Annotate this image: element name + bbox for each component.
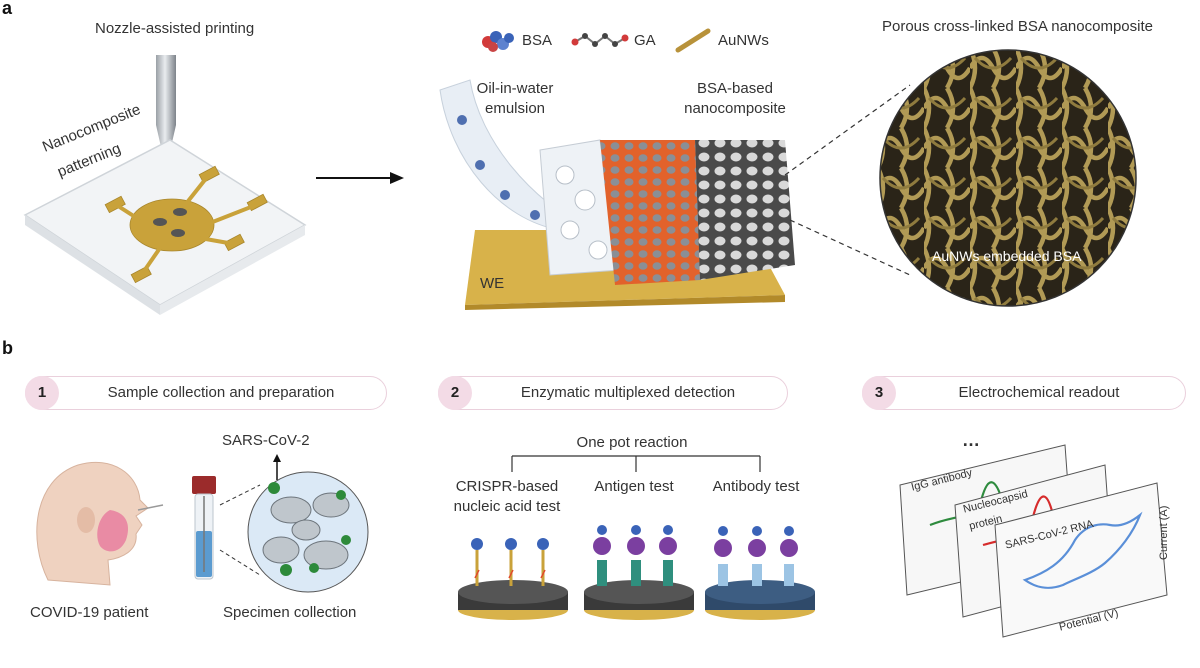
reaction-label: One pot reaction <box>576 434 688 451</box>
legend-bsa-label: BSA <box>522 32 553 49</box>
working-electrode-illustration <box>439 79 795 310</box>
reaction-branch-lines <box>511 455 761 472</box>
antigen-sensor-disc <box>584 525 694 620</box>
nanocomposite-label-line2: nanocomposite <box>684 100 786 117</box>
more-plots-ellipsis: … <box>962 430 981 450</box>
crispr-test-label-line1: CRISPR-based <box>455 478 559 495</box>
patient-label: COVID-19 patient <box>30 604 149 621</box>
step-3-label: Electrochemical readout <box>958 384 1120 401</box>
voltammogram-stack-chart <box>899 444 1168 638</box>
specimen-zoom-lines <box>219 484 261 576</box>
panel-b-letter: b <box>2 338 13 358</box>
process-arrow-icon <box>316 172 404 184</box>
step-1-number: 1 <box>25 376 59 410</box>
y-axis-label: Current (A) <box>1158 505 1170 560</box>
printing-title: Nozzle-assisted printing <box>95 20 255 37</box>
we-label: WE <box>480 275 505 292</box>
patient-head-illustration <box>36 461 164 586</box>
crispr-test-label-line2: nucleic acid test <box>453 498 561 515</box>
zoom-title: Porous cross-linked BSA nanocomposite <box>882 18 1153 35</box>
step-2-number: 2 <box>438 376 472 410</box>
emulsion-label-line2: emulsion <box>484 100 546 117</box>
step-1-header: 1 Sample collection and preparation <box>25 376 387 410</box>
gold-nanowire-icon <box>675 28 711 53</box>
virus-release-arrow-icon <box>273 454 281 480</box>
legend-ga-label: GA <box>634 32 656 49</box>
panel-a-letter: a <box>2 0 13 18</box>
specimen-label: Specimen collection <box>223 604 357 621</box>
antigen-test-label: Antigen test <box>594 478 674 495</box>
specimen-tube-icon <box>192 476 216 580</box>
zoom-guide-lines <box>784 84 911 276</box>
step-3-number: 3 <box>862 376 896 410</box>
legend-aunws-label: AuNWs <box>718 32 769 49</box>
ga-chain-icon <box>571 33 629 47</box>
zoom-caption: AuNWs embedded BSA <box>932 248 1082 264</box>
antibody-test-label: Antibody test <box>712 478 800 495</box>
virus-label: SARS-CoV-2 <box>222 432 310 449</box>
step-2-label: Enzymatic multiplexed detection <box>520 384 736 401</box>
emulsion-label-line1: Oil-in-water <box>476 80 554 97</box>
step-1-label: Sample collection and preparation <box>107 384 335 401</box>
step-3-header: 3 Electrochemical readout <box>862 376 1186 410</box>
infected-cells-zoom-icon <box>247 471 369 593</box>
printed-electrode-chip <box>23 139 307 315</box>
porous-nanocomposite-zoom-image <box>879 49 1137 307</box>
bsa-protein-icon <box>482 31 514 52</box>
crispr-sensor-disc <box>458 538 568 620</box>
antibody-sensor-disc <box>705 526 815 620</box>
step-2-header: 2 Enzymatic multiplexed detection <box>438 376 788 410</box>
nanocomposite-label-line1: BSA-based <box>697 80 773 97</box>
